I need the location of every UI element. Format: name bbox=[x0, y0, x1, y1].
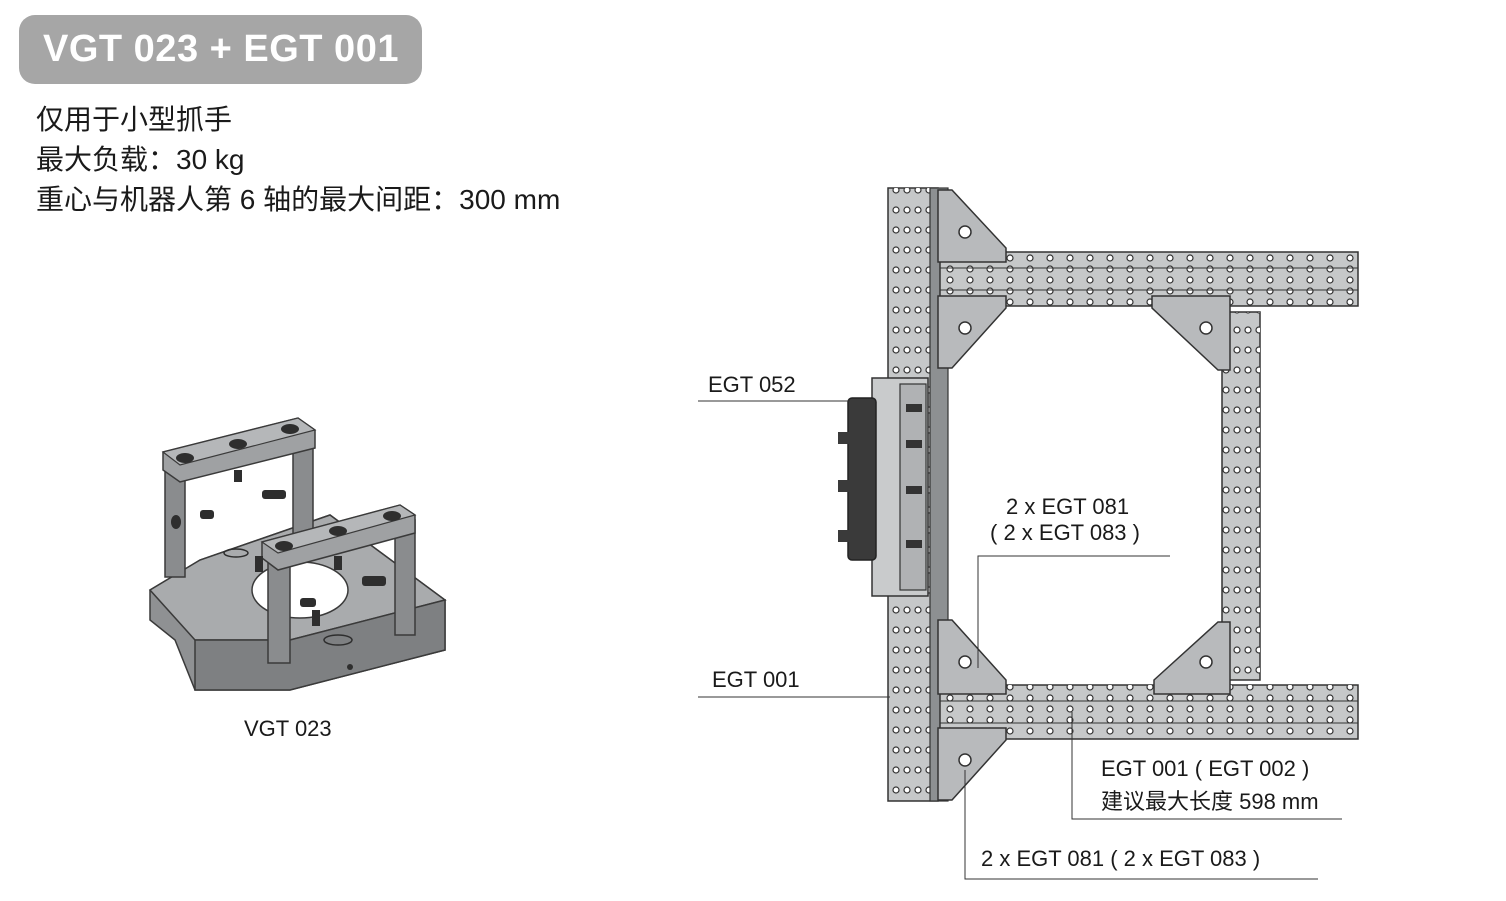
spec-usage: 仅用于小型抓手 bbox=[36, 104, 233, 135]
spec-max-load: 最大负载：30 kg bbox=[36, 144, 245, 175]
label-egt081-line1: 2 x EGT 081 bbox=[1006, 494, 1130, 519]
label-egt001: EGT 001 bbox=[712, 667, 800, 692]
spec-max-distance: 重心与机器人第 6 轴的最大间距：300 mm bbox=[36, 184, 561, 215]
title-badge: VGT 023 + EGT 001 bbox=[19, 15, 422, 84]
label-egt081-bottom: 2 x EGT 081 ( 2 x EGT 083 ) bbox=[981, 846, 1261, 871]
label-egt081-line2: ( 2 x EGT 083 ) bbox=[990, 520, 1140, 545]
label-egt001-002-line2: 建议最大长度 598 mm bbox=[1101, 789, 1319, 814]
vgt023-caption: VGT 023 bbox=[244, 716, 332, 741]
page-title: VGT 023 + EGT 001 bbox=[43, 28, 399, 70]
label-egt052: EGT 052 bbox=[708, 372, 796, 397]
label-egt001-002-line1: EGT 001 ( EGT 002 ) bbox=[1101, 756, 1310, 781]
